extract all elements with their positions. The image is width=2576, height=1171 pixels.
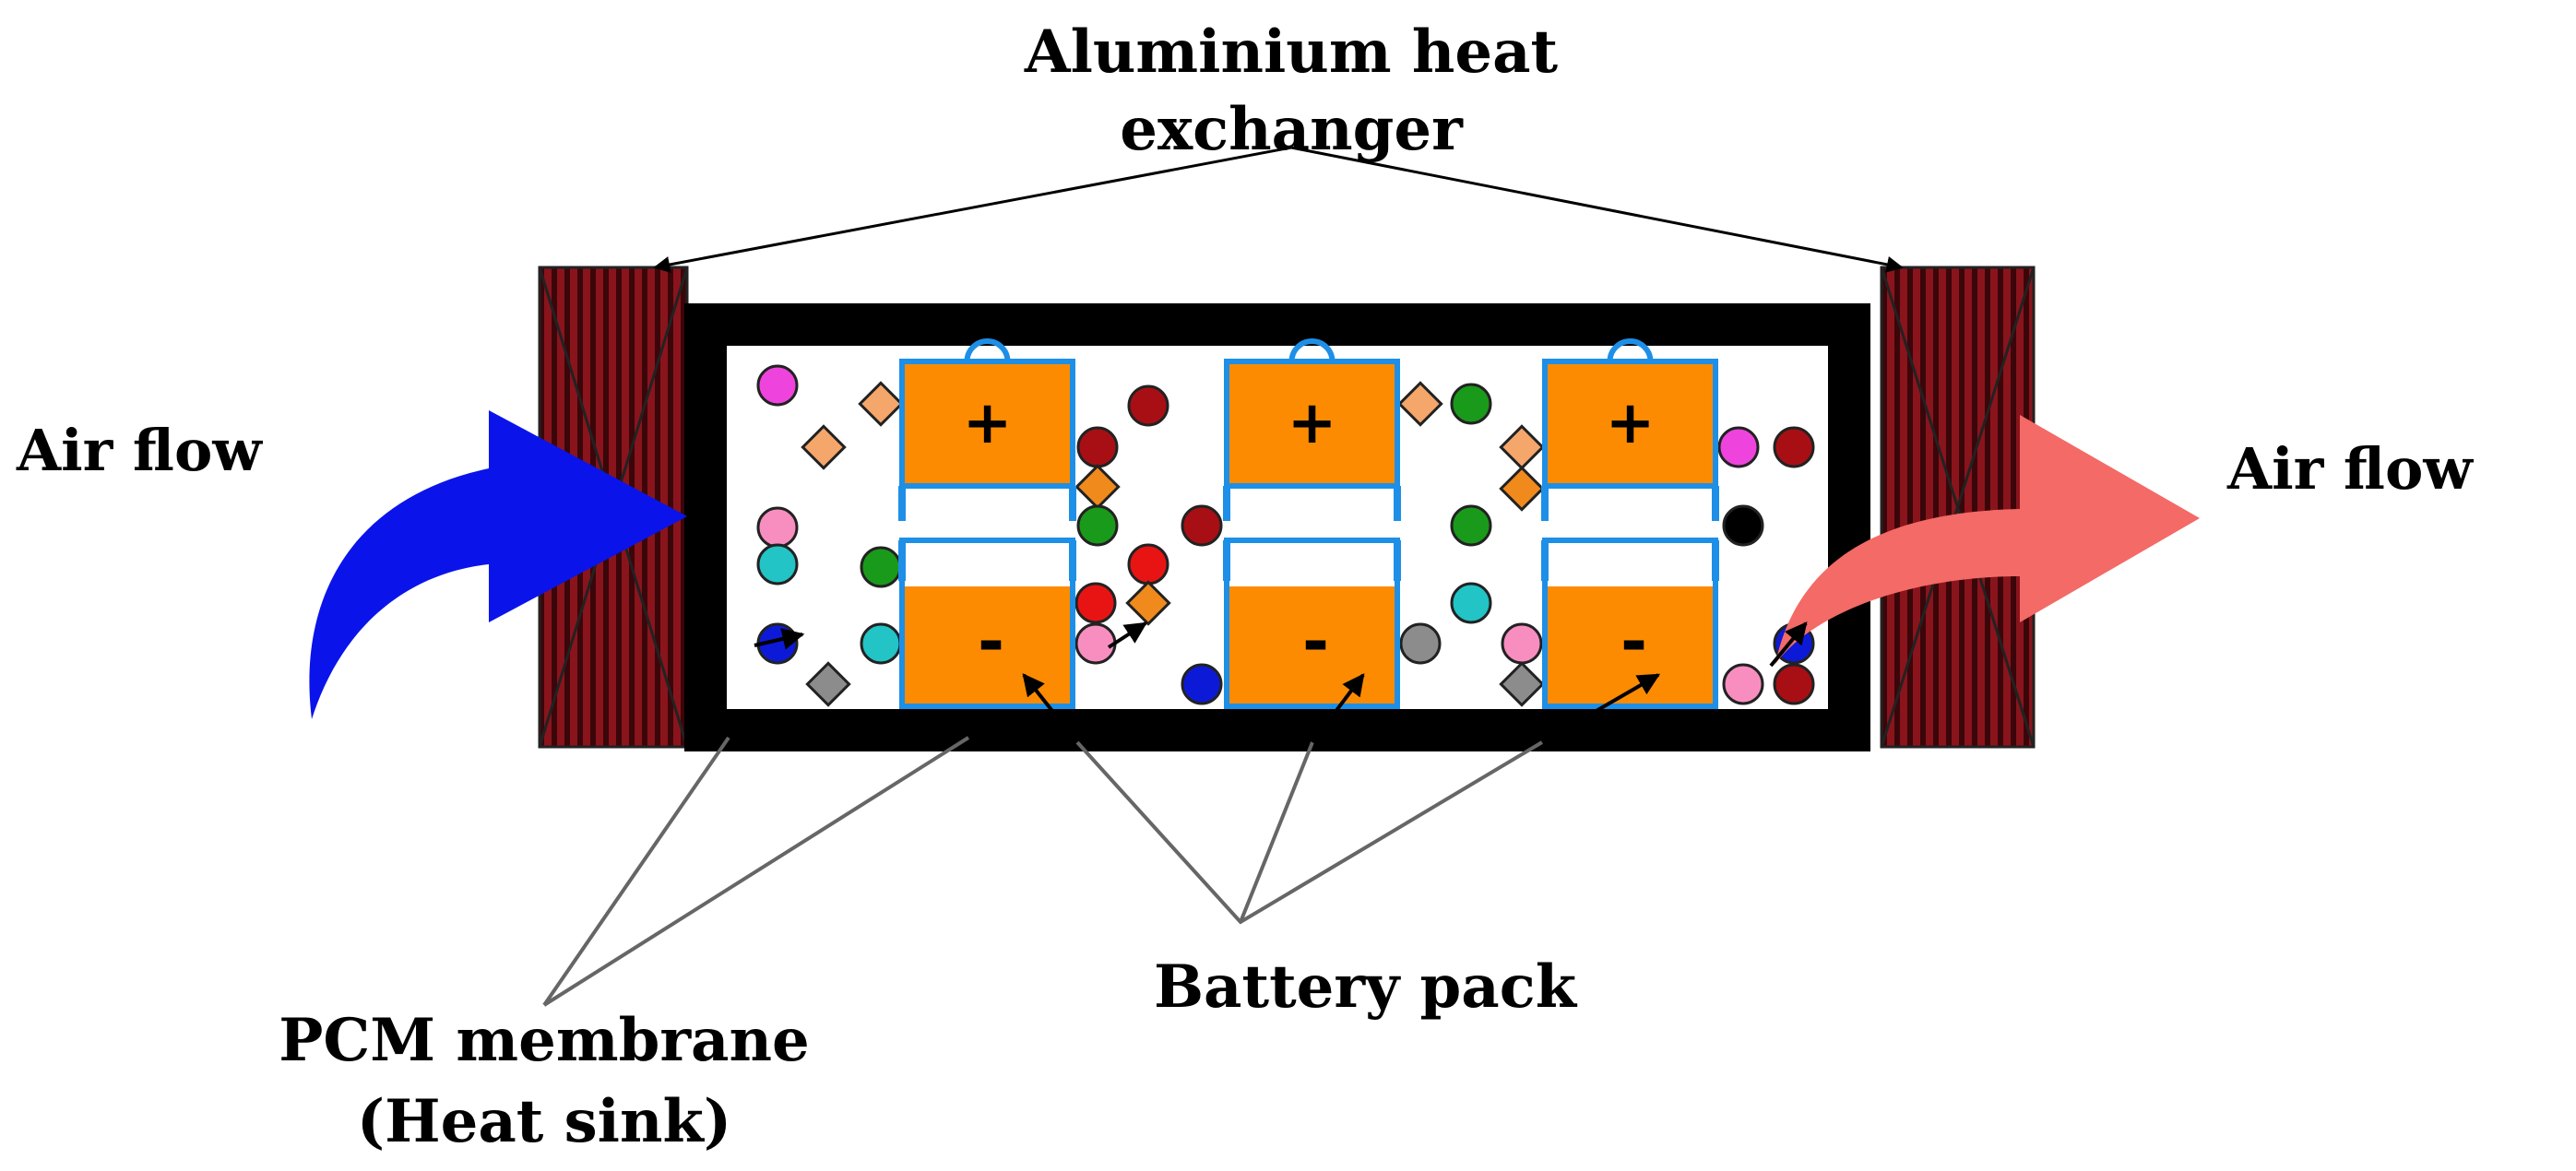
battery-cells: + - + - + - — [898, 338, 1719, 709]
pcm-particle-circle — [1501, 622, 1543, 665]
pcm-particle-circle — [860, 622, 902, 665]
battery-pack-label: Battery pack — [1154, 952, 1578, 1022]
negative-terminal-sign: - — [1302, 604, 1329, 680]
battery-cell-negative: - — [1223, 538, 1401, 709]
pcm-particle-circle — [756, 506, 799, 549]
negative-terminal-sign: - — [1620, 604, 1647, 680]
battery-cell-positive: + — [898, 338, 1076, 521]
pcm-particle-circle — [860, 546, 902, 588]
heat-exchanger-label-line1: Aluminium heat — [1024, 18, 1559, 87]
pcm-particle-diamond — [1499, 424, 1545, 470]
battery-cell-negative: - — [898, 538, 1076, 709]
pcm-particle-circle — [1181, 504, 1223, 547]
pcm-particle-circle — [756, 364, 799, 407]
air-flow-in-arrow — [309, 410, 687, 719]
pcm-particle-circle — [1181, 663, 1223, 705]
heat-exchanger-right — [1880, 266, 2036, 749]
pcm-particle-circle — [756, 543, 799, 586]
pcm-pointers — [542, 621, 1808, 1007]
pcm-particle-diamond — [858, 381, 904, 427]
pcm-particle-circle — [1773, 426, 1815, 468]
pcm-particle-diamond — [801, 424, 847, 470]
pcm-particle-circle — [1450, 582, 1492, 624]
battery-cell-positive: + — [1223, 338, 1401, 521]
pcm-particle-circle — [1076, 426, 1119, 468]
positive-terminal-sign: + — [1606, 389, 1656, 457]
air-flow-out-label: Air flow — [2226, 435, 2474, 503]
pcm-particle-diamond — [1499, 661, 1545, 707]
pcm-particle-circle — [1722, 663, 1764, 705]
pcm-particle-circle — [1076, 504, 1119, 547]
battery-cell-negative: - — [1541, 538, 1719, 709]
pcm-particle-circle — [1450, 504, 1492, 547]
battery-cell-positive: + — [1541, 338, 1719, 521]
pcm-particle-circle — [1717, 426, 1760, 468]
positive-terminal-sign: + — [963, 389, 1013, 457]
pcm-particle-diamond — [1397, 381, 1443, 427]
pcm-particle-diamond — [1074, 464, 1121, 510]
pcm-particle-circle — [1074, 622, 1117, 665]
pcm-particle-circle — [1722, 504, 1764, 547]
air-flow-out-arrow — [1775, 415, 2200, 664]
pcm-particle-diamond — [805, 661, 851, 707]
negative-terminal-sign: - — [978, 604, 1004, 680]
pcm-particle-circle — [1450, 383, 1492, 425]
positive-terminal-sign: + — [1288, 389, 1337, 457]
pcm-particle-circle — [1127, 543, 1169, 586]
pcm-particle-diamond — [1125, 580, 1171, 626]
heat-exchanger-label-line2: exchanger — [1120, 95, 1464, 164]
pcm-particle-circle — [1074, 582, 1117, 624]
heat-exchanger-pointers — [653, 146, 1904, 273]
air-flow-in-label: Air flow — [16, 417, 263, 484]
pcm-label-line2: (Heat sink) — [357, 1087, 731, 1156]
pcm-particle-circle — [1399, 622, 1442, 665]
battery-pack-pointers — [1022, 673, 1661, 925]
pcm-particle-circle — [1127, 384, 1169, 427]
pcm-particle-diamond — [1499, 466, 1545, 512]
pcm-particle-circle — [1773, 663, 1815, 705]
pcm-label-line1: PCM membrane — [279, 1006, 810, 1075]
